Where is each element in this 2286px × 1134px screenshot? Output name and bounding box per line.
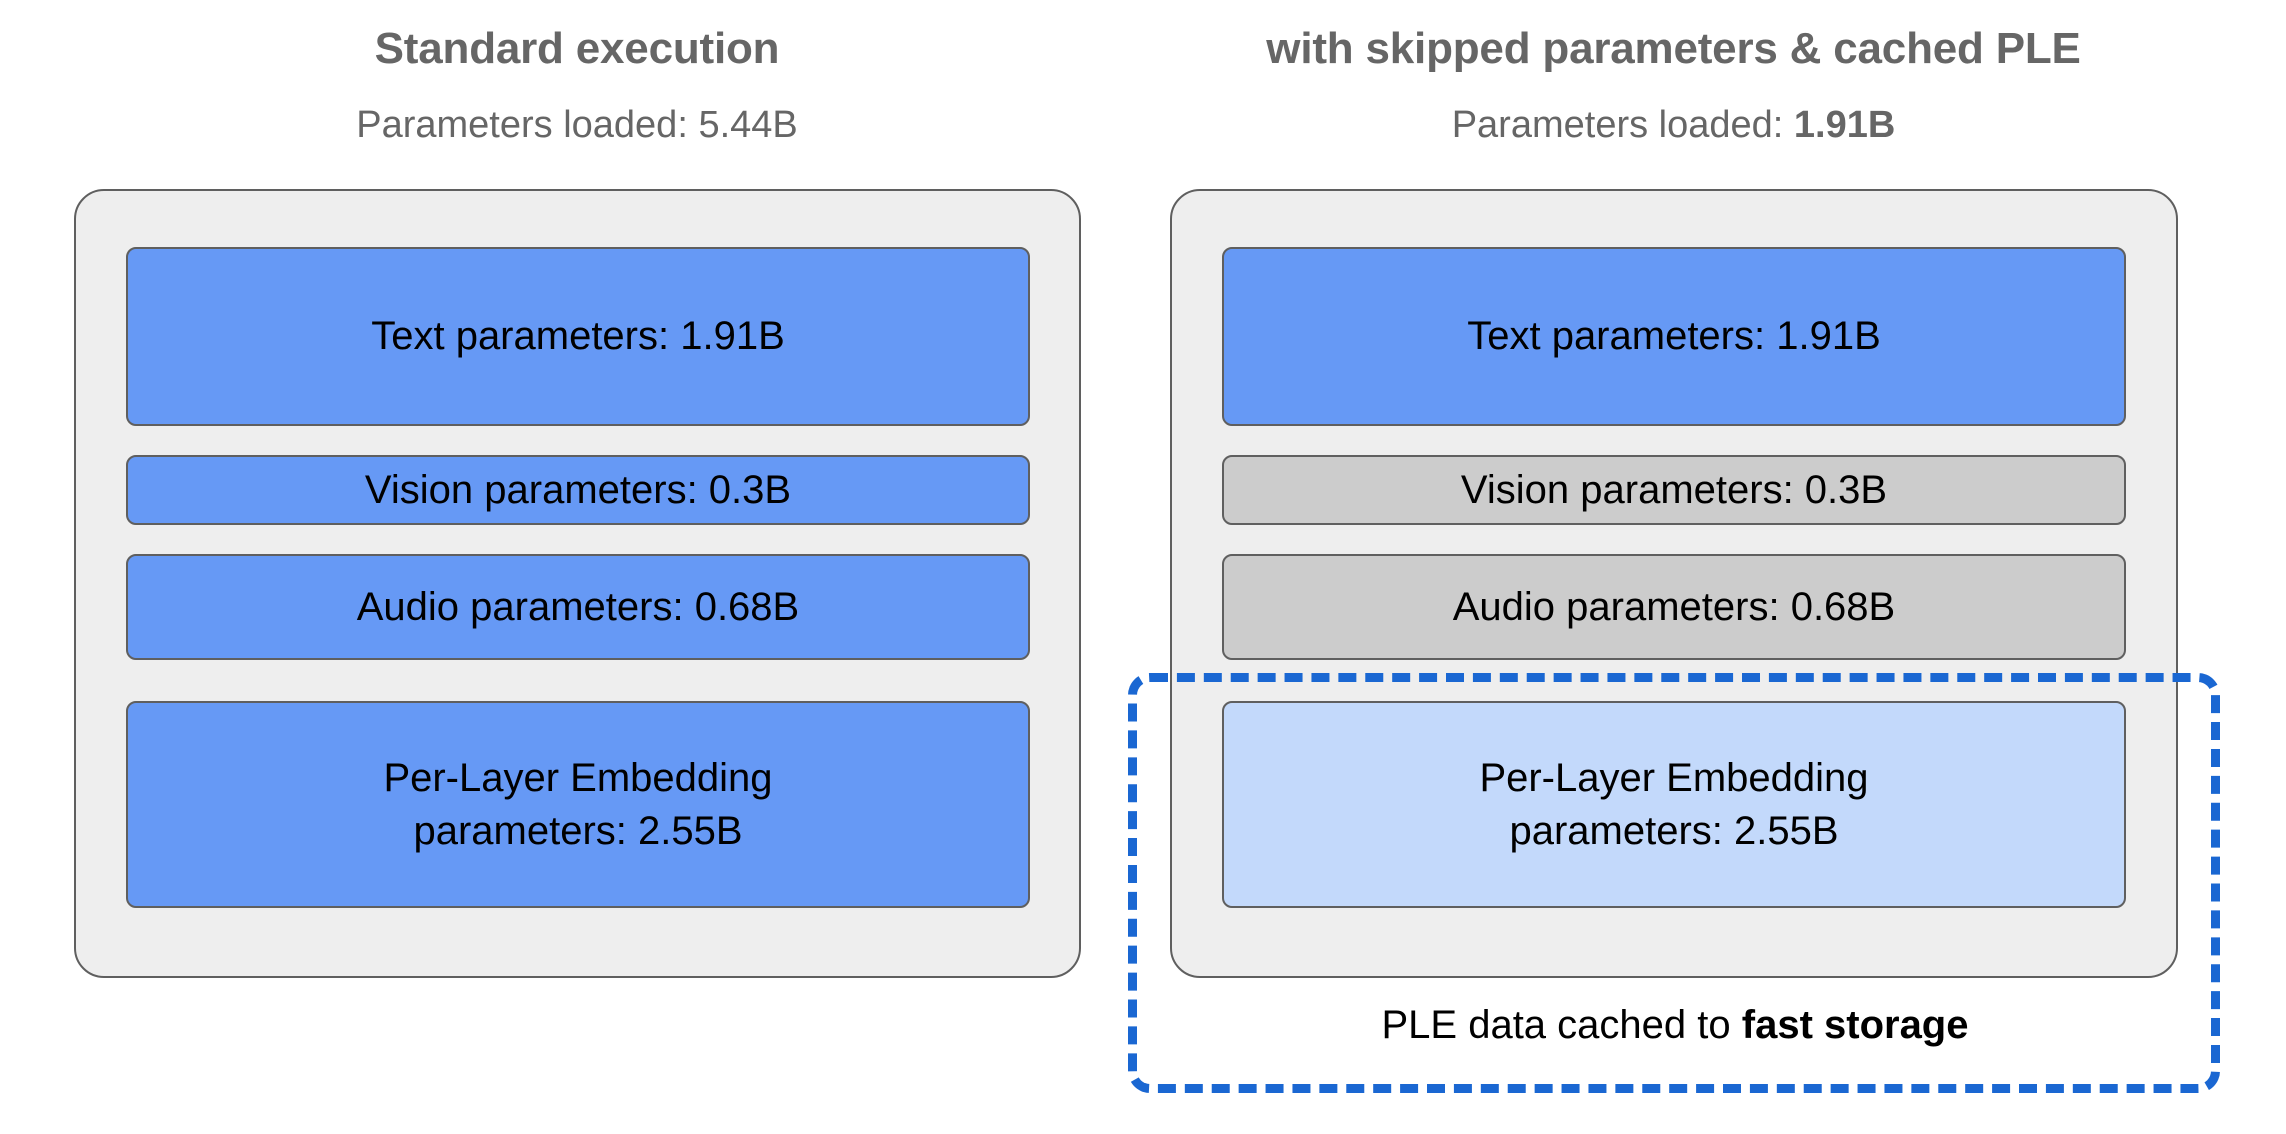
- cache-region-caption: PLE data cached to fast storage: [1140, 1003, 2210, 1048]
- cache-caption-emphasis: fast storage: [1741, 1003, 1969, 1047]
- box-label-multiline: Per-Layer Embedding parameters: 2.55B: [383, 752, 772, 858]
- left-column-title: Standard execution: [374, 24, 780, 73]
- right-subtitle-value: 1.91B: [1793, 104, 1896, 146]
- box-label-multiline: Per-Layer Embedding parameters: 2.55B: [1479, 752, 1868, 858]
- box-audio-parameters-optimized[interactable]: Audio parameters: 0.68B: [1222, 554, 2126, 660]
- box-text-parameters-optimized[interactable]: Text parameters: 1.91B: [1222, 247, 2126, 426]
- box-vision-parameters-optimized[interactable]: Vision parameters: 0.3B: [1222, 455, 2126, 525]
- box-label: Audio parameters: 0.68B: [356, 584, 800, 629]
- box-label: Vision parameters: 0.3B: [364, 467, 792, 512]
- box-label-line1: Per-Layer Embedding: [383, 755, 773, 800]
- box-label: Audio parameters: 0.68B: [1452, 584, 1896, 629]
- box-label: Text parameters: 1.91B: [1467, 314, 1881, 359]
- box-label: Vision parameters: 0.3B: [1460, 467, 1888, 512]
- right-column-title: with skipped parameters & cached PLE: [1266, 24, 2081, 73]
- left-column-subtitle: Parameters loaded: 5.44B: [74, 104, 1080, 147]
- box-label-line2: parameters: 2.55B: [413, 808, 743, 853]
- box-label-line1: Per-Layer Embedding: [1479, 755, 1869, 800]
- box-label: Text parameters: 1.91B: [371, 314, 785, 359]
- box-label-line2: parameters: 2.55B: [1509, 808, 1839, 853]
- box-vision-parameters-standard[interactable]: Vision parameters: 0.3B: [126, 455, 1030, 525]
- cache-caption-prefix: PLE data cached to: [1381, 1003, 1742, 1047]
- box-audio-parameters-standard[interactable]: Audio parameters: 0.68B: [126, 554, 1030, 660]
- box-per-layer-embedding-standard[interactable]: Per-Layer Embedding parameters: 2.55B: [126, 701, 1030, 908]
- right-column-subtitle: Parameters loaded: 1.91B: [1170, 104, 2177, 147]
- right-subtitle-prefix: Parameters loaded:: [1451, 104, 1794, 146]
- left-subtitle-prefix: Parameters loaded:: [356, 104, 699, 146]
- box-per-layer-embedding-optimized[interactable]: Per-Layer Embedding parameters: 2.55B: [1222, 701, 2126, 908]
- box-text-parameters-standard[interactable]: Text parameters: 1.91B: [126, 247, 1030, 426]
- left-subtitle-value: 5.44B: [698, 104, 798, 146]
